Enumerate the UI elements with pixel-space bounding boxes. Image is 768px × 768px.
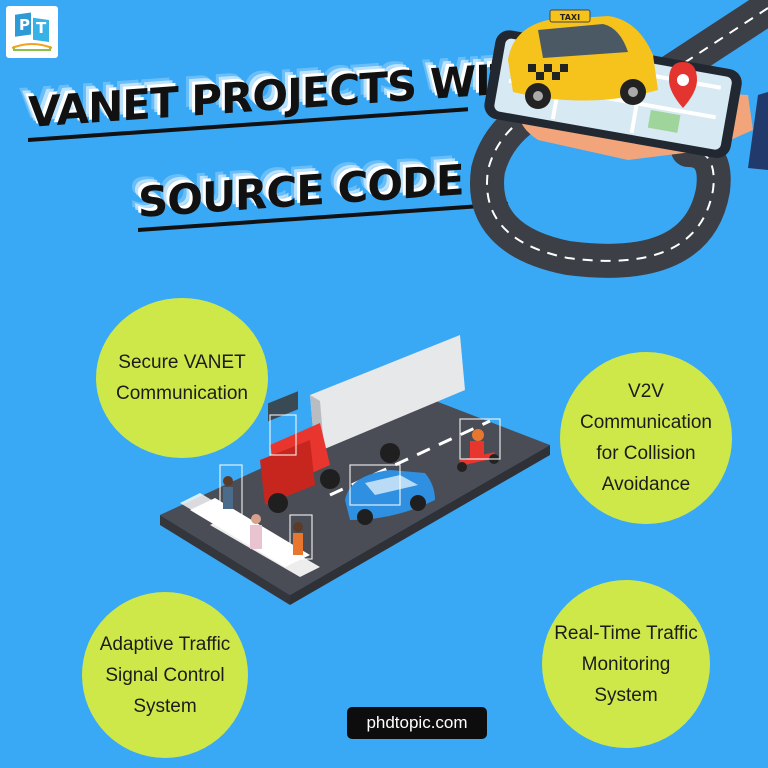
taxi-sign: TAXI	[560, 13, 580, 22]
phdtopic-logo[interactable]: P T	[6, 6, 58, 58]
bubble-text: Real-Time Traffic Monitoring System	[554, 622, 698, 706]
website-link[interactable]: phdtopic.com	[347, 707, 487, 739]
bubble-adaptive-traffic: Adaptive Traffic Signal Control System	[82, 592, 248, 758]
map-pin-icon	[669, 62, 697, 108]
bubble-v2v-communication: V2V Communication for Collision Avoidanc…	[560, 352, 732, 524]
truck	[260, 335, 465, 513]
logo-letter-t: T	[36, 19, 47, 37]
sensor-frames	[219, 414, 501, 560]
hand-phone-taxi-illustration: TAXI	[470, 0, 768, 278]
bubble-text: Adaptive Traffic Signal Control System	[99, 633, 231, 717]
bubble-real-time-monitoring: Real-Time Traffic Monitoring System	[542, 580, 710, 748]
title-text-2: SOURCE CODE	[138, 155, 464, 227]
bubble-secure-vanet: Secure VANET Communication	[96, 298, 268, 458]
pedestrians	[223, 476, 303, 555]
bubble-text: V2V Communication for Collision Avoidanc…	[580, 381, 712, 495]
taxi-car: TAXI	[508, 9, 658, 109]
vanet-street-illustration	[160, 335, 550, 605]
title-line-1: VANET PROJECTS WITH	[28, 51, 552, 142]
sleeve	[748, 92, 768, 170]
logo-mark-icon	[11, 12, 53, 51]
bubble-text: Secure VANET Communication	[116, 352, 248, 404]
car	[345, 470, 435, 525]
logo-letter-p: P	[19, 16, 30, 34]
